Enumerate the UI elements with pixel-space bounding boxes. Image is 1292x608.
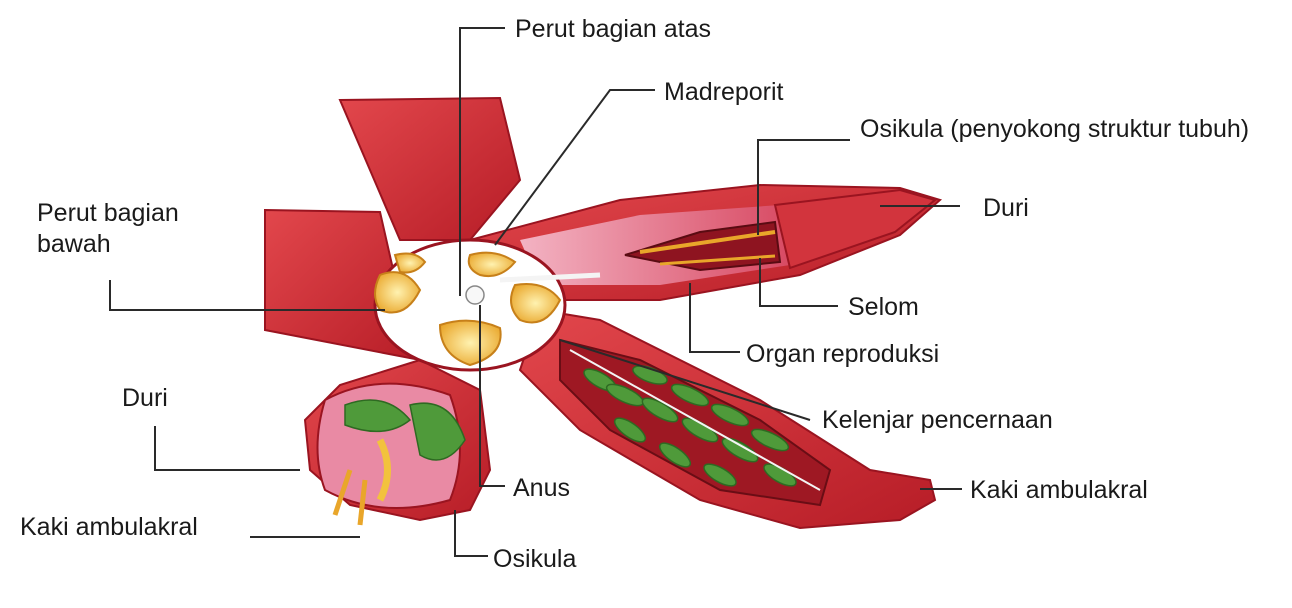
label-duri-right: Duri [983, 194, 1029, 222]
label-selom: Selom [848, 293, 919, 321]
leader-lines [109, 27, 962, 557]
label-duri-left: Duri [122, 384, 168, 412]
label-perut-bagian-bawah: Perut bagian bawah [37, 199, 179, 258]
label-kaki-ambulakral-right: Kaki ambulakral [970, 476, 1148, 504]
label-perut-bagian-atas: Perut bagian atas [515, 15, 711, 43]
digestive-gland-lobes [583, 365, 797, 487]
label-kelenjar-pencernaan: Kelenjar pencernaan [822, 406, 1053, 434]
arm-upper-right-tip [773, 188, 938, 270]
stomach-pouches [374, 251, 562, 367]
arm-top [338, 96, 522, 241]
central-disc [373, 238, 567, 372]
label-kaki-ambulakral-left: Kaki ambulakral [20, 513, 198, 541]
label-madreporit: Madreporit [664, 78, 784, 106]
label-osikula: Osikula [493, 545, 577, 573]
madreporite [465, 285, 485, 305]
label-anus: Anus [513, 474, 570, 502]
label-organ-reproduksi: Organ reproduksi [746, 340, 940, 368]
label-osikula-penyokong: Osikula (penyokong struktur tubuh) [860, 115, 1250, 143]
